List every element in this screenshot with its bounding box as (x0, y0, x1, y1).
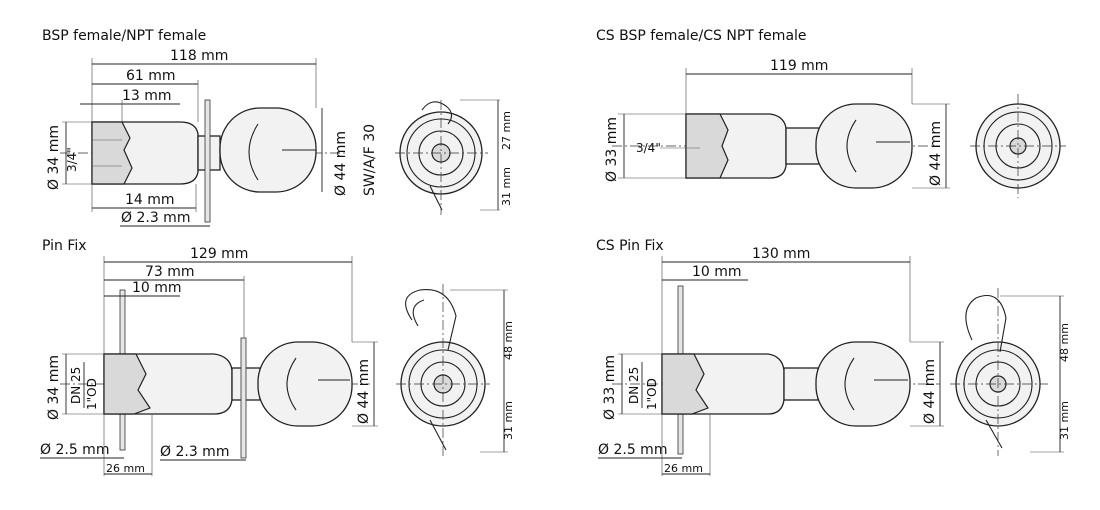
dim-10-label: 10 mm (692, 264, 742, 280)
dim-119-label: 119 mm (770, 58, 828, 74)
dim-d23-label: Ø 2.3 mm (121, 210, 190, 226)
thread-section (685, 113, 729, 179)
dim-61-label: 61 mm (126, 68, 176, 84)
end-view-pin (985, 419, 1003, 449)
nozzle-slot (286, 357, 297, 411)
right-pin (240, 337, 247, 459)
panel-title-cs-pin-fix: CS Pin Fix (596, 238, 664, 254)
thread-section (91, 121, 133, 185)
dim-d33-label: Ø 33 mm (602, 355, 618, 420)
end-view-clip (421, 101, 453, 125)
dim-10-label: 10 mm (132, 280, 182, 296)
dim-d23-label: Ø 2.3 mm (160, 444, 229, 460)
dim-31-label: 31 mm (502, 401, 515, 440)
dim-d33-label: Ø 33 mm (604, 117, 620, 182)
ball-head (815, 103, 913, 189)
dim-31-label: 31 mm (500, 167, 513, 206)
dim-73-label: 73 mm (145, 264, 195, 280)
dim-d25-label: Ø 2.5 mm (40, 442, 109, 458)
od-label: 1"OD (85, 378, 99, 410)
dim-13-label: 13 mm (122, 88, 172, 104)
dn-label: DN 25 (627, 367, 641, 404)
dim-48-label: 48 mm (1058, 323, 1071, 362)
end-view-pin (429, 419, 447, 451)
dim-d25-label: Ø 2.5 mm (598, 442, 667, 458)
thread-label: 3/4" (636, 141, 661, 155)
end-view-clip (405, 288, 457, 351)
neck (783, 367, 819, 401)
dim-d34-label: Ø 34 mm (46, 125, 62, 190)
dn-label: DN 25 (69, 367, 83, 404)
dim-26-label: 26 mm (664, 462, 703, 475)
dim-d44-label: Ø 44 mm (356, 359, 372, 424)
swaf-label: SW/A/F 30 (362, 124, 378, 196)
dim-129-label: 129 mm (190, 246, 248, 262)
panel-title-cs-bsp: CS BSP female/CS NPT female (596, 28, 807, 44)
dim-48-label: 48 mm (502, 321, 515, 360)
thread-label: 3/4" (65, 147, 79, 172)
nozzle-slot (846, 119, 857, 173)
dim-d34-label: Ø 34 mm (46, 355, 62, 420)
pipe-section (661, 353, 709, 415)
panel-title-pin-fix: Pin Fix (42, 238, 87, 254)
ball-head (815, 341, 911, 427)
end-view-clip-inner (412, 299, 425, 327)
end-view-pin (429, 185, 443, 211)
dim-130-label: 130 mm (752, 246, 810, 262)
dim-d44-label: Ø 44 mm (928, 121, 944, 186)
dim-27-label: 27 mm (500, 111, 513, 150)
neck (785, 127, 821, 165)
dim-d44-label: Ø 44 mm (333, 131, 349, 196)
dim-31-label: 31 mm (1058, 401, 1071, 440)
dim-118-label: 118 mm (170, 48, 228, 64)
pin (204, 99, 211, 223)
end-view-clip (965, 294, 1007, 353)
panel-title-bsp: BSP female/NPT female (42, 28, 207, 44)
dim-14-label: 14 mm (125, 192, 175, 208)
dim-26-label: 26 mm (106, 462, 145, 475)
od-label: 1"OD (645, 378, 659, 410)
nozzle-slot (844, 357, 855, 411)
nozzle-slot (248, 123, 259, 181)
pipe-section (103, 353, 151, 415)
dim-d44-label: Ø 44 mm (922, 359, 938, 424)
ball-head (257, 341, 353, 427)
